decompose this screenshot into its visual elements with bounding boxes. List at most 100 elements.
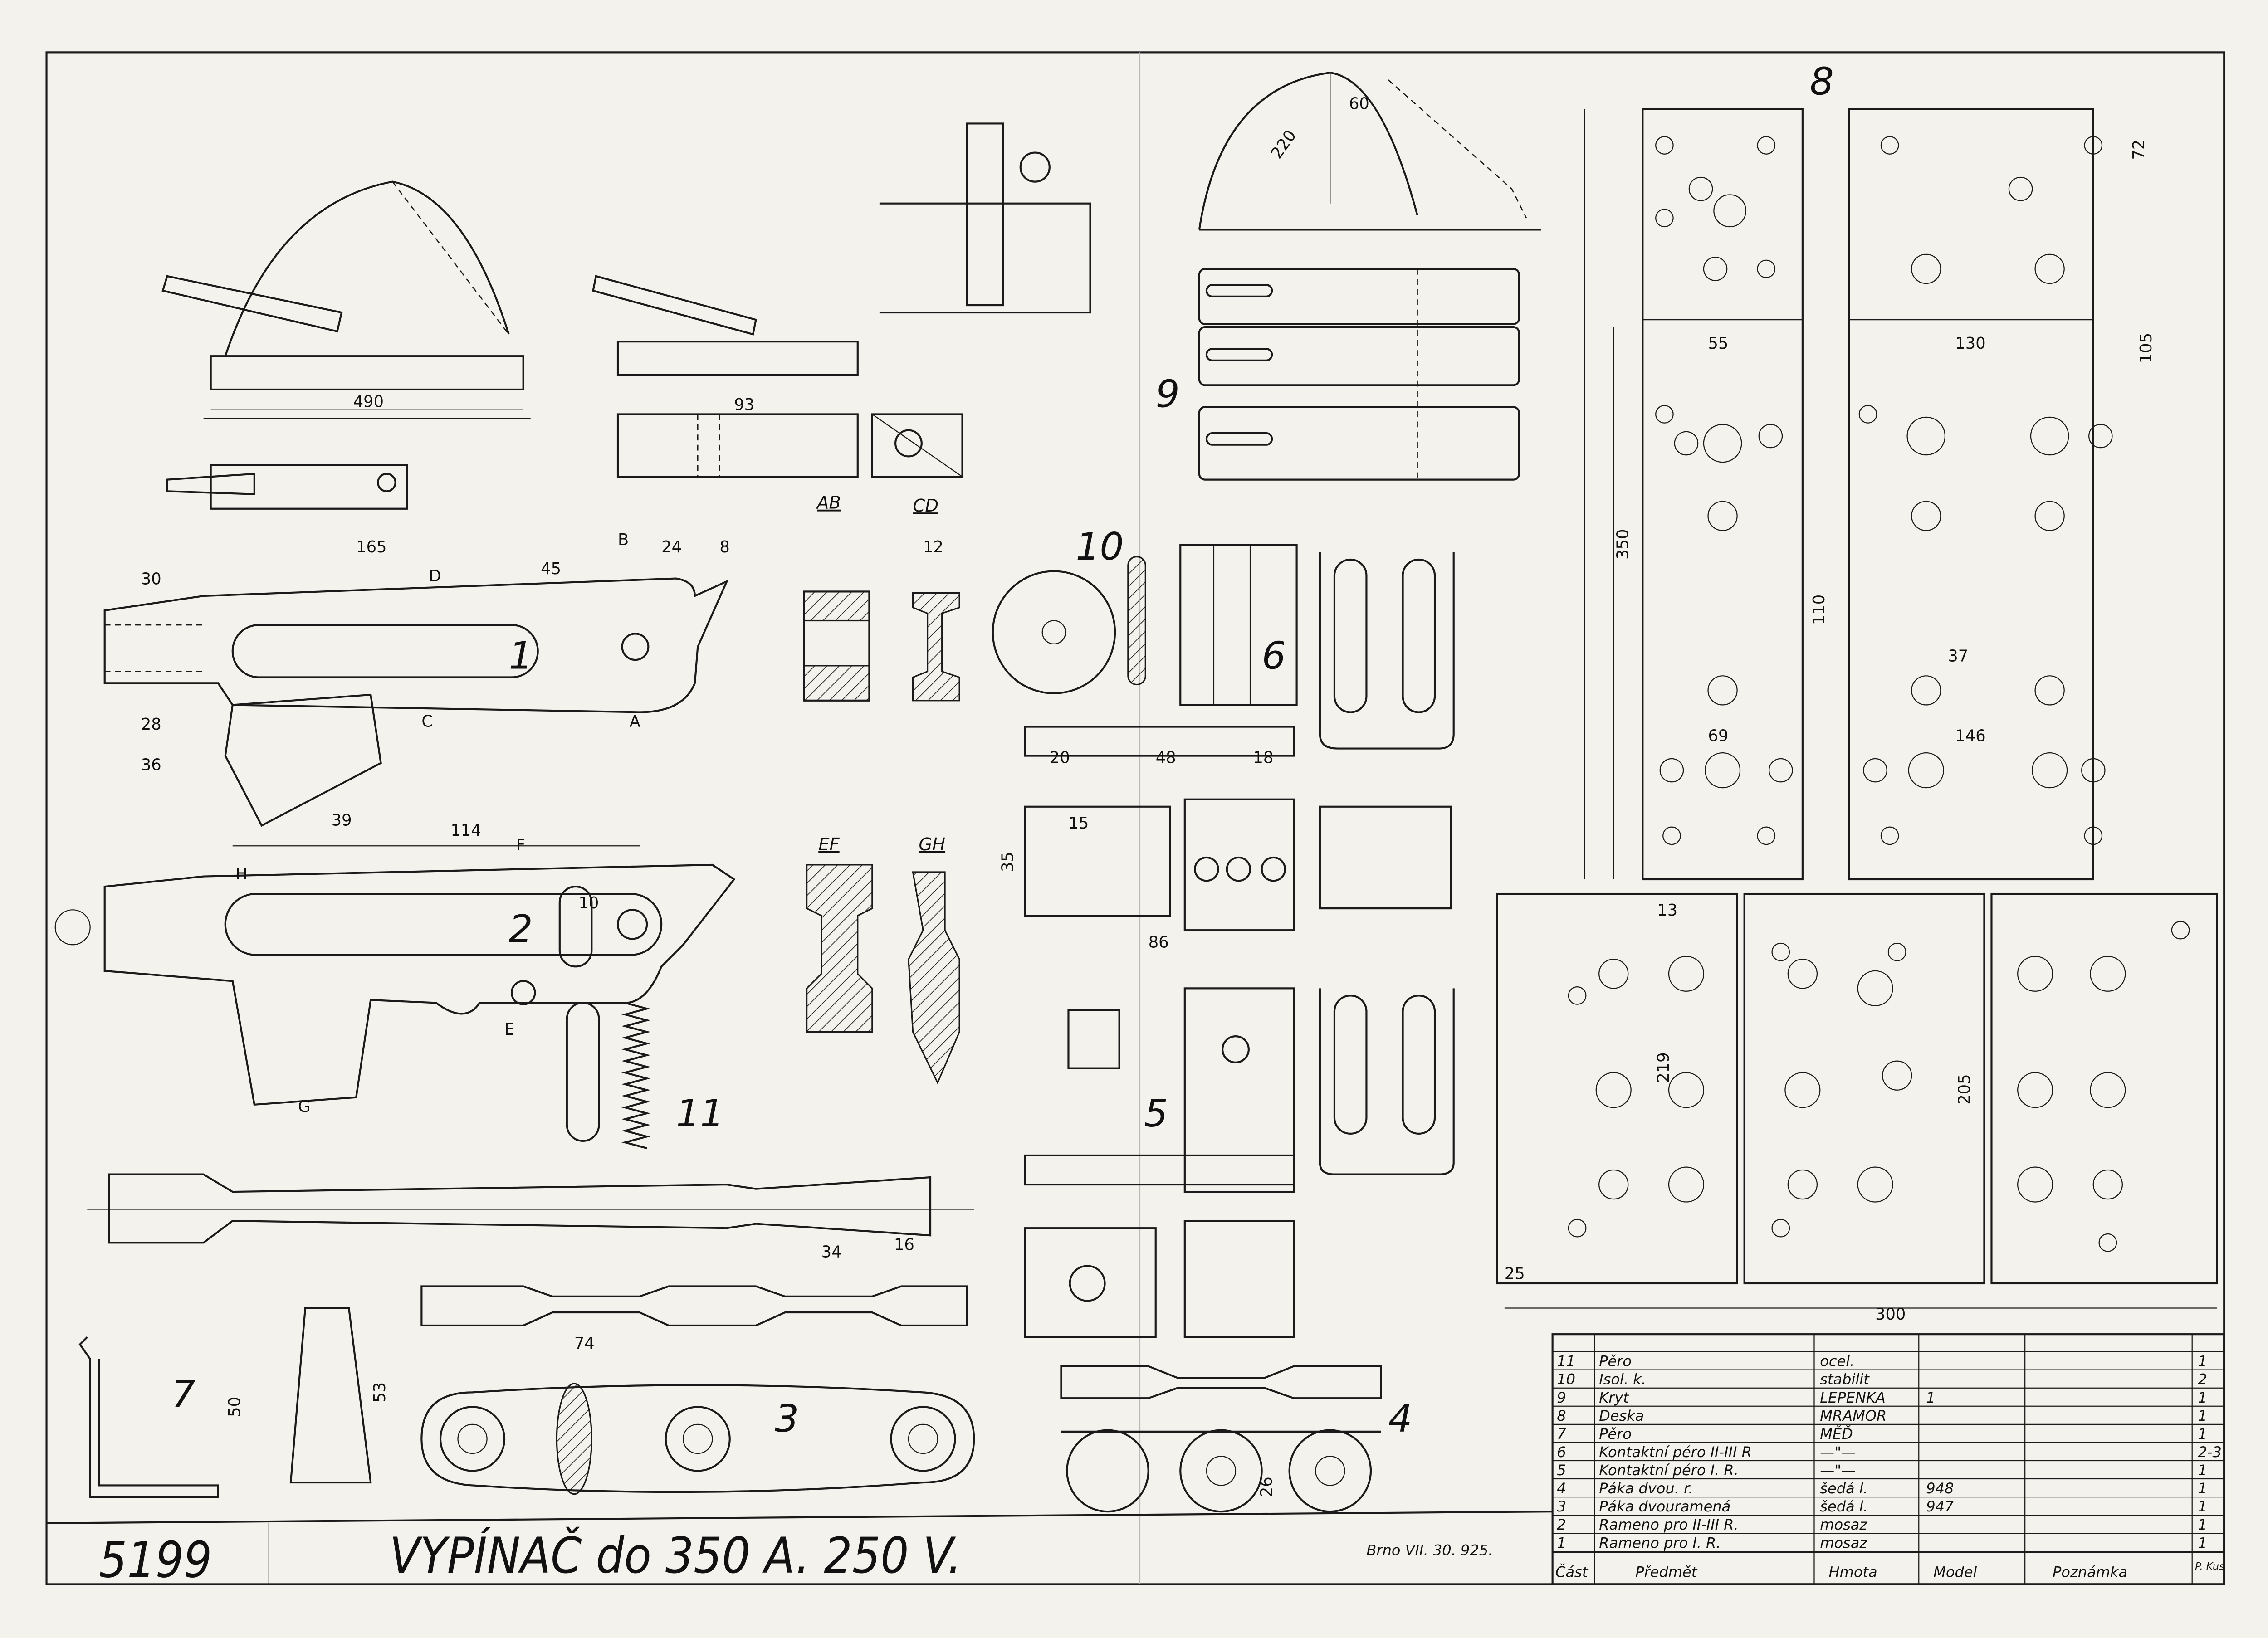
table-cell-part: 4 [1557,1480,1566,1497]
drawing-number: 5199 [99,1531,212,1589]
dimension: 205 [1955,1074,1974,1104]
part-8-plate [1496,108,2218,1309]
sheet-border [45,51,2225,1585]
dimension: 50 [225,1397,244,1417]
table-cell-material: mosaz [1820,1534,1867,1551]
dimension: 490 [353,392,384,411]
parts-list-table: Část Předmět Hmota Model Poznámka P. Kus… [1551,1333,2225,1585]
header-item: Předmět [1635,1563,1697,1580]
table-cell-part: 3 [1557,1498,1566,1515]
dimension: 53 [371,1382,389,1403]
table-cell-item: Kryt [1599,1389,1629,1406]
part-3-lever [420,1285,975,1495]
part-9-cover [1198,268,1520,481]
section-label-gh: GH [919,834,945,855]
table-cell-part: 10 [1557,1371,1575,1388]
table-cell-material: stabilit [1820,1371,1870,1388]
cut-letter: H [235,865,248,883]
part-label-10: 10 [1075,525,1124,569]
dimension: 350 [1613,529,1632,560]
cut-letter: C [421,712,433,731]
cut-letter: G [298,1097,310,1116]
section-labels: AB CD EF GH A B C D E F G H [235,493,945,1116]
section-ef [806,864,873,1033]
dimension: 146 [1955,727,1985,746]
dimension: 28 [141,715,161,734]
table-cell-qty: 1 [2198,1480,2207,1497]
cut-letter: E [504,1020,514,1039]
table-cell-material: —"— [1820,1443,1856,1461]
table-cell-part: 6 [1557,1443,1566,1461]
dimension: 110 [1810,595,1828,625]
dimension: 15 [1068,814,1089,833]
table-cell-material: šedá l. [1820,1480,1868,1497]
table-cell-material: —"— [1820,1462,1856,1479]
dimension: 86 [1149,933,1169,952]
dimension: 37 [1948,647,1968,665]
table-cell-model: 1 [1926,1389,1935,1406]
table-cell-qty: 1 [2198,1425,2207,1443]
header-qty: P. Kus [2195,1560,2224,1572]
table-cell-qty: 1 [2198,1407,2207,1424]
place-date: Brno VII. 30. 925. [1366,1541,1493,1559]
drawing-title: VYPÍNAČ do 350 A. 250 V. [390,1527,962,1584]
dimension: 10 [578,894,599,912]
dimension: 34 [821,1243,842,1261]
part-label-3: 3 [775,1397,799,1441]
dimension: 130 [1955,334,1985,353]
dimension: 20 [1050,749,1070,767]
cut-letter: A [630,712,640,731]
dimension: 25 [1505,1264,1525,1283]
cover-profile-view [1198,72,1541,231]
dimension-labels: 490 350 300 165 114 45 30 24 8 36 28 39 … [141,94,2156,1497]
dimension: 114 [450,821,481,840]
dimension: 12 [923,538,943,556]
assembly-side-view [161,180,531,510]
table-cell-part: 1 [1557,1534,1566,1551]
dimension: 165 [356,538,386,556]
table-cell-qty: 1 [2198,1534,2207,1551]
dimension: 13 [1657,901,1677,920]
table-cell-item: Rameno pro I. R. [1599,1534,1721,1551]
dimension: 74 [574,1334,595,1353]
table-cell-part: 5 [1557,1462,1566,1479]
dimension: 55 [1708,334,1729,353]
section-label-ab: AB [816,493,841,513]
table-cell-material: mosaz [1820,1516,1867,1533]
table-cell-qty: 1 [2198,1516,2207,1533]
section-ab [803,590,870,702]
dimension: 93 [734,395,754,414]
dimension: 16 [894,1235,914,1254]
table-cell-part: 8 [1557,1407,1566,1424]
part-label-6: 6 [1262,634,1286,678]
dimension: 72 [2130,140,2148,160]
table-cell-qty: 1 [2198,1462,2207,1479]
dimension: 60 [1349,94,1369,113]
table-cell-part: 7 [1557,1425,1566,1443]
part-label-11: 11 [676,1092,724,1136]
table-cell-model: 947 [1926,1498,1954,1515]
table-cell-qty: 1 [2198,1498,2207,1515]
part-4-lever [1060,1365,1382,1513]
part-2-arm [54,863,736,1106]
part-6-contact-spring [1024,544,1455,757]
header-part: Část [1555,1563,1589,1580]
table-cell-item: Pěro [1599,1425,1632,1443]
header-material: Hmota [1829,1563,1877,1580]
dimension: 300 [1875,1305,1906,1324]
section-cd [912,592,960,702]
table-cell-item: Isol. k. [1599,1371,1646,1388]
table-cell-material: MRAMOR [1820,1407,1887,1424]
assembly-view-2 [592,275,963,478]
part-label-9: 9 [1156,372,1180,416]
dimension: 30 [141,570,161,588]
table-cell-item: Páka dvouramená [1599,1498,1730,1515]
section-gh [908,871,960,1085]
table-cell-material: MĚĎ [1820,1425,1853,1443]
dimension: 24 [661,538,682,556]
cut-letter: F [516,836,525,854]
part-1-arm [103,577,729,827]
table-cell-part: 9 [1557,1389,1566,1406]
dimension: 26 [1257,1477,1276,1497]
table-cell-item: Kontaktní péro I. R. [1599,1462,1739,1479]
